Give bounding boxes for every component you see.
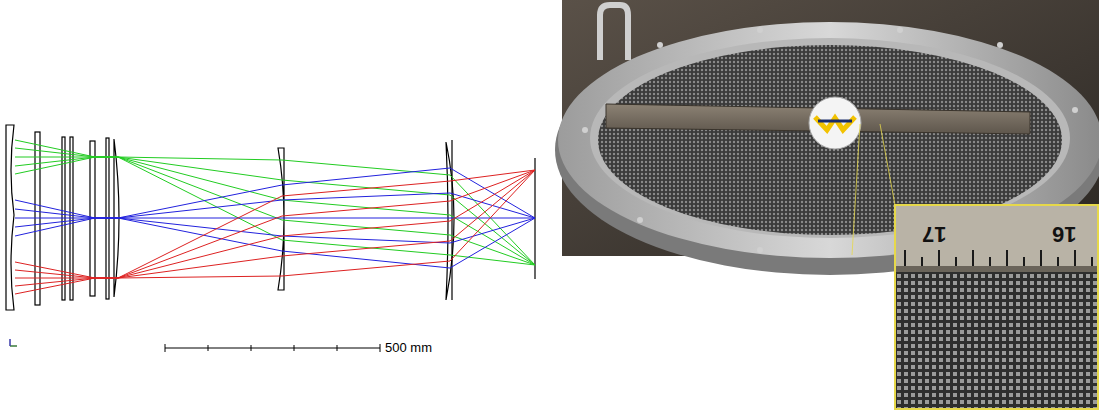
ruler-tick [1040,250,1042,266]
ray [15,140,535,265]
ruler-tick [1023,257,1025,266]
ruler-tick [938,250,940,266]
ruler-tick [955,257,957,266]
ray [15,157,535,265]
ruler-tick [972,250,974,266]
ray [15,157,535,265]
ray [15,193,535,218]
ray [15,170,535,278]
ruler-tick [1006,250,1008,266]
ray-bundles [15,140,535,294]
scale-label: 500 mm [385,341,432,355]
ray [15,170,535,294]
ruler-tick [1057,257,1059,266]
ruler-number: 17 [922,222,946,246]
inset-photo [895,205,1098,409]
ruler-tick [1091,257,1093,266]
ray [15,170,535,278]
ruler-tick [904,250,906,266]
lens-elements [6,125,535,310]
ray [15,170,535,278]
ray [15,218,535,243]
ruler-tick [989,257,991,266]
ray [15,218,535,268]
ray [15,148,535,265]
ray [15,170,535,286]
ray [15,157,535,265]
ruler-tick [1074,250,1076,266]
lens [6,125,14,310]
axis-icon [10,339,17,346]
scale-bar [165,344,380,352]
ruler-number: 16 [1052,222,1076,246]
ruler-tick [921,257,923,266]
ray [15,168,535,218]
